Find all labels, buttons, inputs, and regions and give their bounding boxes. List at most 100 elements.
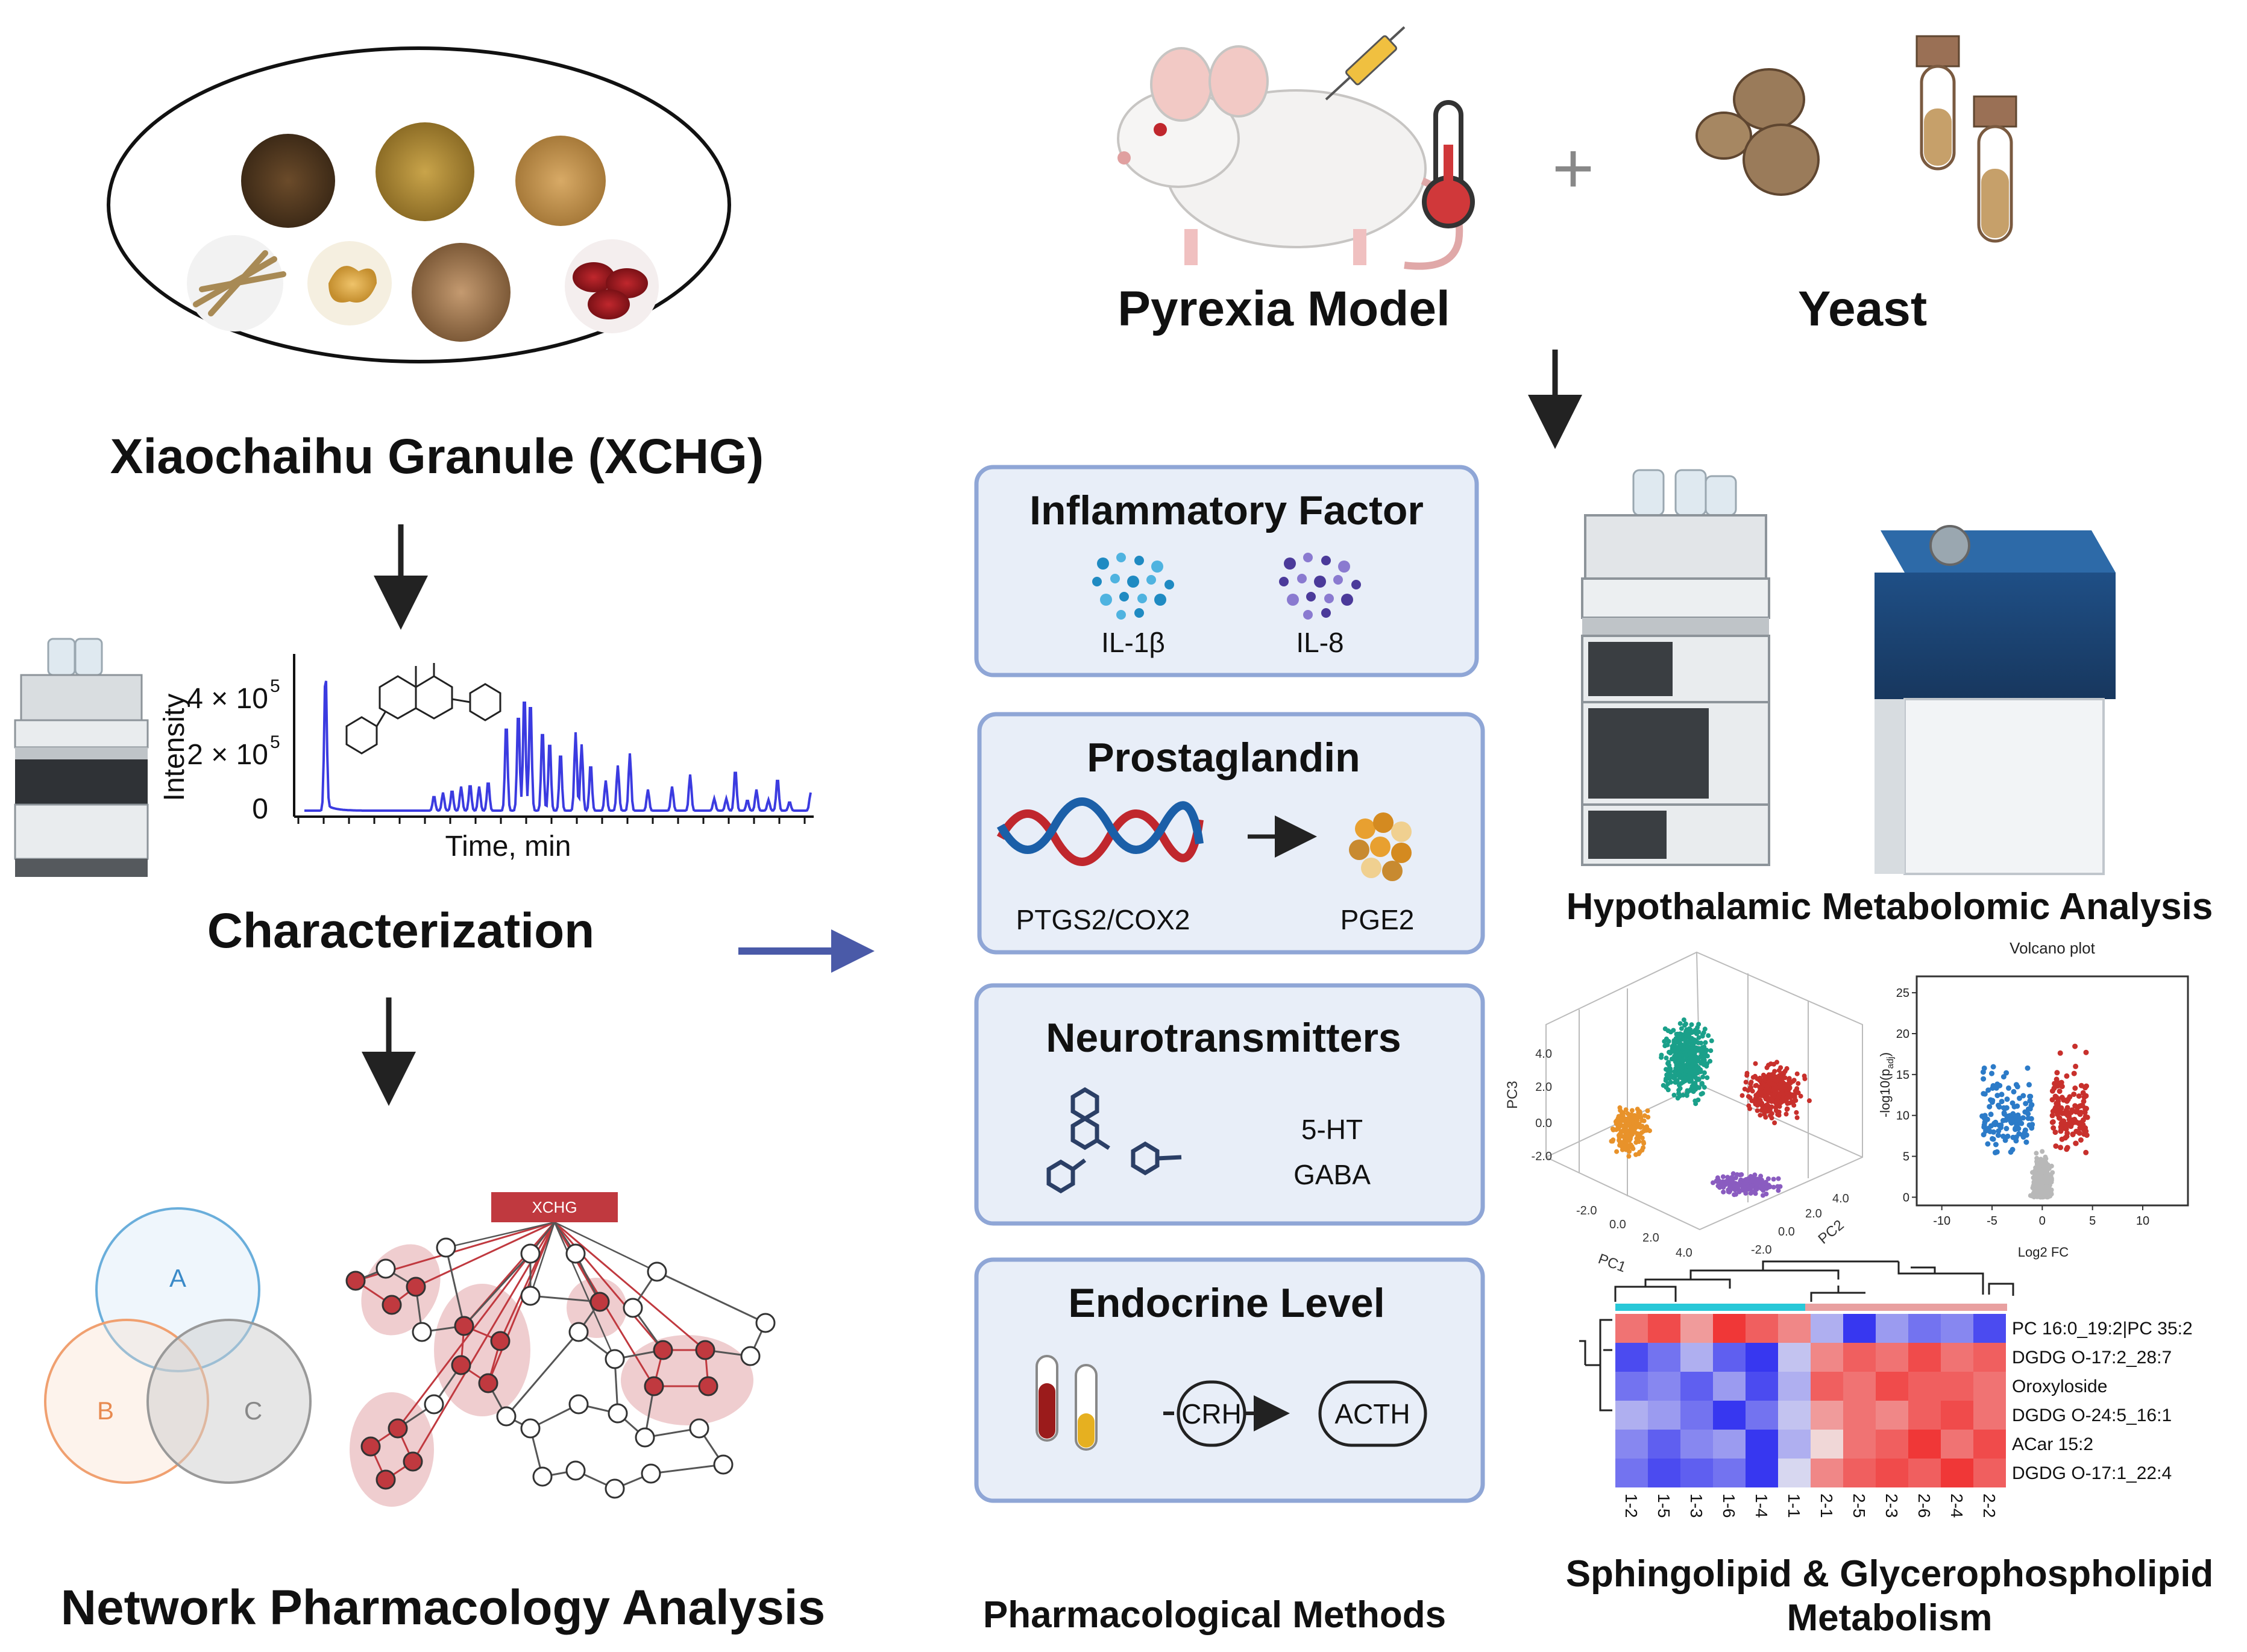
cytokine-cluster-icon <box>1279 553 1361 620</box>
pca-point <box>1668 1051 1673 1056</box>
pca-point <box>1729 1175 1735 1180</box>
pyrexia-title: Pyrexia Model <box>1117 281 1450 336</box>
pca-point <box>1682 1078 1688 1084</box>
volcano-point <box>2066 1117 2072 1122</box>
pca-point <box>1675 1044 1680 1050</box>
network-node <box>520 1243 541 1264</box>
pca-point <box>1771 1086 1777 1091</box>
pca-point <box>1753 1083 1758 1088</box>
pca-point <box>1758 1113 1763 1118</box>
pca-tick: -2.0 <box>1532 1150 1552 1163</box>
pca-point <box>1767 1108 1773 1114</box>
volcano-point <box>2060 1110 2065 1116</box>
heatmap-cell <box>1908 1430 1941 1459</box>
pca-point <box>1690 1029 1695 1035</box>
volcano-point <box>2037 1167 2043 1172</box>
heatmap-cell <box>1713 1343 1746 1372</box>
heatmap-col-label: 2-3 <box>1882 1493 1901 1518</box>
chromatogram-y-tick-2e5: 2 × 10 5 <box>187 732 280 771</box>
volcano-point <box>2073 1063 2079 1069</box>
pca-point <box>1629 1116 1634 1121</box>
pca-point <box>1691 1060 1697 1066</box>
network-node-target <box>382 1295 402 1315</box>
heatmap-cell <box>1680 1343 1713 1372</box>
pca-point <box>1635 1138 1641 1144</box>
pca-point <box>1796 1081 1801 1086</box>
pca-point <box>1645 1108 1650 1113</box>
heatmap-cell <box>1615 1372 1648 1401</box>
metabolism-title-line-1: Sphingolipid & Glycerophospholipid <box>1566 1553 2214 1595</box>
pca-point <box>1617 1132 1623 1137</box>
volcano-point <box>1996 1104 2002 1110</box>
volcano-point <box>2083 1049 2089 1055</box>
cytokine-particle <box>1134 608 1144 618</box>
prostaglandin-box: Prostaglandin PTGS2/COX2 PGE2 <box>977 712 1485 955</box>
pca-point <box>1798 1093 1803 1099</box>
network-edge <box>656 1270 766 1324</box>
pca-point <box>1635 1114 1641 1120</box>
pca-point <box>1626 1154 1632 1159</box>
pca-point <box>1771 1176 1776 1182</box>
network-node <box>376 1258 396 1279</box>
volcano-point <box>2038 1188 2044 1193</box>
pca-point <box>1667 1076 1672 1081</box>
volcano-point <box>2022 1109 2028 1115</box>
volcano-y-axis-label-main: -log10(p <box>1878 1069 1893 1117</box>
network-node-target <box>653 1340 673 1360</box>
pca-point <box>1761 1072 1766 1078</box>
volcano-point <box>2058 1145 2064 1151</box>
volcano-point <box>2049 1113 2055 1119</box>
volcano-point <box>2044 1180 2050 1186</box>
pca-point <box>1739 1093 1745 1098</box>
mass-spectrometer-icon <box>1875 525 2116 875</box>
volcano-point <box>2064 1130 2070 1136</box>
pca-point <box>1743 1190 1749 1196</box>
pca-point <box>1736 1189 1742 1195</box>
network-node <box>641 1463 661 1484</box>
pca-point <box>1791 1078 1797 1083</box>
pca-point <box>1685 1030 1690 1035</box>
volcano-point <box>1993 1142 1999 1148</box>
pca-tick: 2.0 <box>1535 1081 1552 1094</box>
pca-point <box>1771 1071 1776 1076</box>
pca-tick: 0.0 <box>1535 1117 1552 1130</box>
network-node <box>740 1346 761 1366</box>
chromatogram-x-axis-label: Time, min <box>445 831 571 862</box>
network-node <box>412 1322 432 1342</box>
cytokine-particle <box>1321 608 1331 618</box>
cytokine-particle <box>1100 594 1112 606</box>
heatmap-row-label: DGDG O-17:1_22:4 <box>2012 1463 2172 1483</box>
volcano-point <box>1985 1087 1991 1093</box>
endocrine-level-title: Endocrine Level <box>1068 1280 1384 1326</box>
pca-point <box>1754 1187 1759 1192</box>
volcano-point <box>2028 1193 2033 1198</box>
pca-point <box>1776 1176 1781 1181</box>
network-edge <box>505 1331 580 1417</box>
cytokine-particle <box>1314 576 1326 588</box>
cytokine-particle <box>1110 574 1120 583</box>
pca-point <box>1672 1054 1677 1059</box>
hplc-instrument-icon <box>14 638 149 877</box>
heatmap-cell <box>1843 1314 1876 1343</box>
pca-point <box>1702 1026 1708 1032</box>
pca-point <box>1704 1064 1709 1069</box>
volcano-point <box>2014 1113 2020 1119</box>
herb-bowl-icon <box>107 46 731 363</box>
volcano-point <box>2027 1106 2033 1112</box>
volcano-point <box>1990 1064 1996 1070</box>
volcano-point <box>2025 1065 2031 1071</box>
volcano-point <box>1998 1125 2003 1131</box>
pca-point <box>1785 1107 1790 1111</box>
volcano-y-tick-label: 20 <box>1896 1028 1909 1041</box>
cytokine-particle <box>1321 556 1331 565</box>
pca-point <box>1776 1068 1782 1073</box>
metabolomic-title: Hypothalamic Metabolomic Analysis <box>1567 886 2213 928</box>
heatmap-cell <box>1908 1372 1941 1401</box>
pca-point <box>1720 1174 1726 1179</box>
metabolism-title-line-2: Metabolism <box>1787 1597 1992 1639</box>
pca-point <box>1689 1067 1694 1073</box>
volcano-point <box>2083 1149 2089 1155</box>
volcano-point <box>1979 1113 1985 1119</box>
network-node-target <box>406 1277 426 1297</box>
volcano-point <box>2083 1128 2089 1134</box>
